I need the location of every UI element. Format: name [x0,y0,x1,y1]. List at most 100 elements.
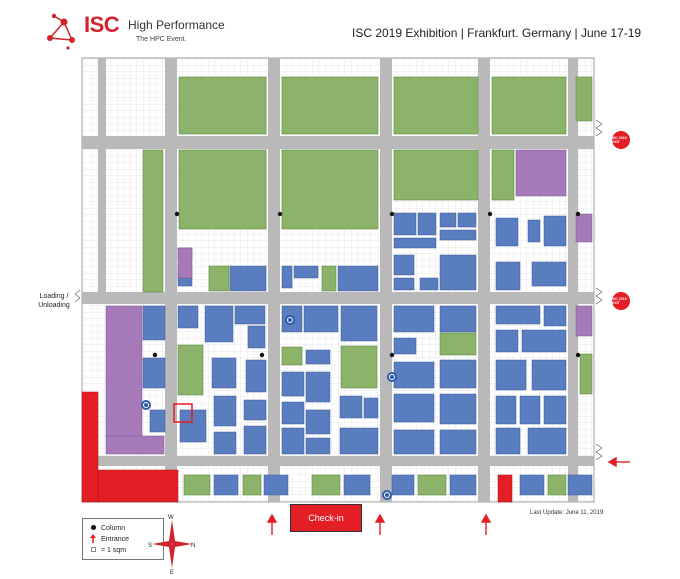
catering-area [417,474,447,496]
booth [179,409,207,443]
booth [363,397,379,419]
booth [543,215,567,247]
booth [527,427,567,455]
column-marker [575,352,581,358]
booth [457,212,477,228]
booth [393,212,417,236]
special-area [177,247,193,279]
aisle-vertical-5 [568,58,578,502]
catering-area [142,149,164,293]
logo-subtitle: High Performance [128,18,225,32]
legend-row-entrance: Entrance [89,533,130,544]
booth [243,425,267,455]
catering-area [340,345,378,389]
booth [213,431,237,455]
booth [142,357,166,389]
catering-area [281,346,303,366]
catering-area [439,332,477,356]
doors [74,119,603,461]
info-point-icon [141,400,151,410]
catering-area [242,474,262,496]
booth [521,329,567,353]
booth [213,474,239,496]
legend-column-label: Column [101,524,126,532]
booth [305,371,331,403]
special-area [105,305,143,437]
legend-entrance-label: Entrance [101,535,130,543]
column-marker [152,352,158,358]
aisle-horizontal-top [82,136,594,149]
booth [519,395,541,425]
booth [439,359,477,389]
catering-area [177,344,204,396]
legend-row-sqm: = 1 sqm [89,545,126,555]
facility-area [97,469,179,503]
column-marker [575,211,581,217]
booth [281,427,305,455]
exit-badge: ISC 2019 EXIT [612,131,630,149]
booth [543,305,567,327]
entrance-arrow-icon [374,513,386,535]
booth [305,349,331,365]
booth [439,229,477,241]
catering-area [547,474,567,496]
info-point-icon [382,490,392,500]
compass-north-label: N [191,543,195,549]
columns [152,211,581,358]
compass-east-label: E [170,570,174,574]
info-point-icon [387,372,397,382]
booth [495,395,517,425]
booth [281,371,305,397]
booth [343,474,371,496]
exit-label: ISC 2019 EXIT [612,297,627,305]
booth [204,305,234,343]
booth [439,393,477,425]
legend-row-column: Column [89,523,125,533]
info-point-icon [285,315,295,325]
booth [439,305,477,333]
booth [339,427,379,455]
special-area [515,149,567,197]
special-area [575,305,593,337]
catering-area [311,474,341,496]
booth [393,305,435,333]
booth [305,409,331,435]
booth [519,474,545,496]
check-in-area: Check-in [290,504,362,532]
entrance-arrow-icon [480,513,492,535]
catering-areas [142,76,593,496]
aisle-vertical-left [98,58,106,298]
booth [211,357,237,389]
booth [149,409,166,433]
exit-badge: ISC 2019 EXIT [612,292,630,310]
booth [567,474,593,496]
column-marker [389,211,395,217]
catering-area [491,149,515,201]
door-icon [74,289,81,303]
booth [243,399,267,421]
last-update-text: Last Update: June 11, 2019 [530,510,604,516]
booth [393,361,435,389]
booth [439,429,477,455]
aisle-vertical-4 [478,58,490,502]
booth [393,393,435,423]
catering-area [183,474,211,496]
catering-area [393,149,479,201]
booth [229,265,267,292]
booth [439,254,477,291]
booth [495,261,521,291]
legend-sqm-label: = 1 sqm [101,546,127,554]
door-icon [595,287,603,305]
booth [142,305,166,341]
catering-area [575,76,593,122]
booth [393,429,435,455]
catering-area [178,76,267,135]
facility-area [497,474,513,503]
catering-area [281,76,379,135]
booth [281,265,293,289]
door-icon [595,119,603,137]
booth [213,395,237,427]
loading-unloading-label: Loading / Unloading [38,293,70,309]
booth [495,359,527,391]
